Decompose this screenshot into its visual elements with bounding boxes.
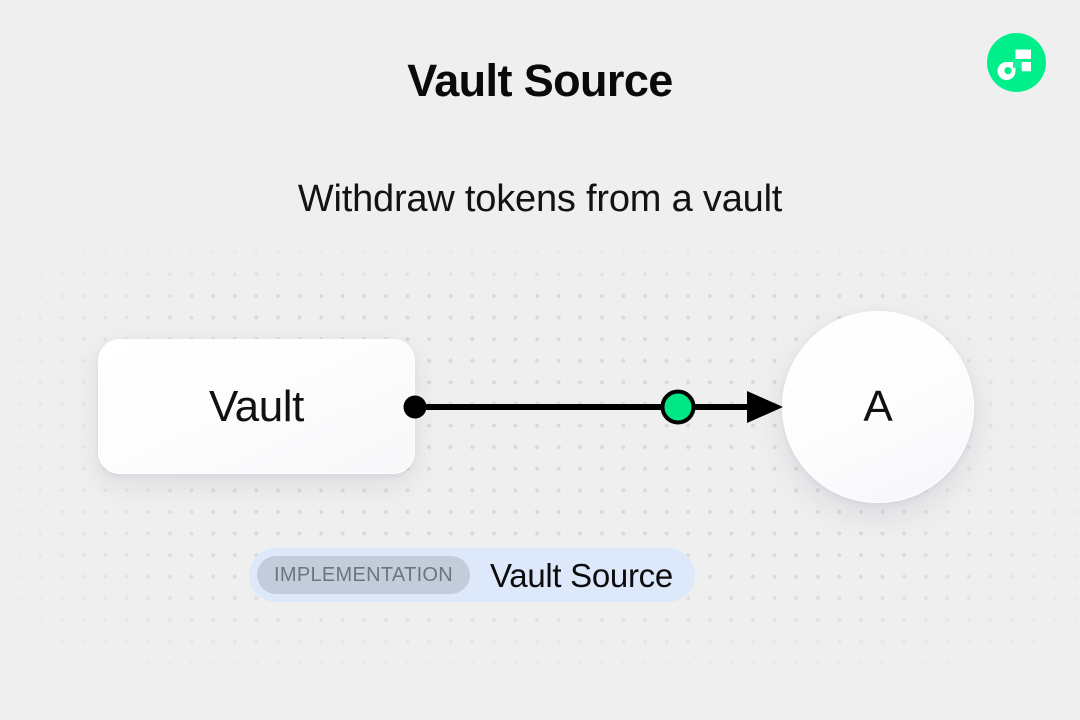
page-subtitle: Withdraw tokens from a vault <box>297 178 783 220</box>
implementation-badge: IMPLEMENTATION Vault Source <box>249 548 695 602</box>
flow-logo-mark-icon <box>997 49 1031 80</box>
node-vault-label: Vault <box>208 381 305 431</box>
page-title: Vault Source <box>407 55 673 106</box>
connector-midpoint-dot-icon[interactable] <box>660 389 696 425</box>
node-vault[interactable]: Vault <box>98 339 415 474</box>
flow-logo-icon <box>987 33 1046 92</box>
arrowhead-icon <box>747 391 783 423</box>
implementation-badge-name: Vault Source <box>490 556 673 594</box>
node-target-a-label: A <box>863 382 893 431</box>
node-target-a[interactable]: A <box>782 311 974 503</box>
connector-edge[interactable] <box>395 377 795 437</box>
implementation-badge-tag: IMPLEMENTATION <box>257 556 471 594</box>
